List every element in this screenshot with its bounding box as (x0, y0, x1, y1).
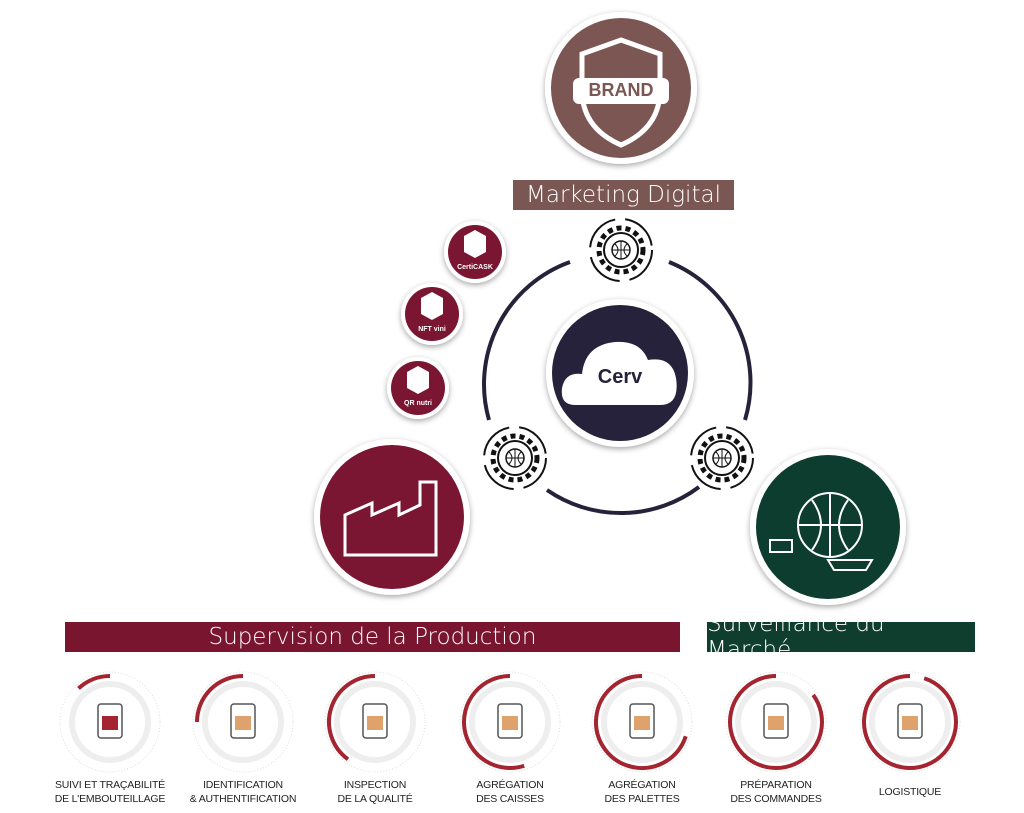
step-dotted-ring (459, 671, 561, 773)
step-label: LOGISTIQUE (840, 785, 980, 799)
step-icon-fill (235, 716, 251, 730)
step-progress-arc (462, 674, 525, 770)
gear-icon (484, 427, 546, 489)
step-dotted-ring (324, 671, 426, 773)
step-icon-fill (768, 716, 784, 730)
step-label: SUIVI ET TRAÇABILITÉ DE L'EMBOUTEILLAGE (40, 778, 180, 806)
globe-logistics-icon (769, 492, 874, 571)
step-dotted-ring (591, 671, 693, 773)
step-label-line1: IDENTIFICATION (203, 779, 283, 791)
factory-icon (343, 480, 438, 557)
step-icon-fill (502, 716, 518, 730)
module-label-certicask: CertiCASK (457, 264, 493, 271)
production-circle (314, 439, 470, 595)
step-progress-arc (195, 674, 244, 723)
step-label-line2: DES COMMANDES (730, 793, 822, 805)
box-icon (407, 230, 486, 394)
step-progress-arc (327, 674, 376, 761)
step-label-line1: AGRÉGATION (476, 779, 544, 791)
step-label-line2: & AUTHENTIFICATION (189, 793, 297, 805)
step-label: INSPECTION DE LA QUALITÉ (305, 778, 445, 806)
step-label-line2: DES CAISSES (476, 793, 544, 805)
production-banner: Supervision de la Production (65, 622, 680, 652)
step-label-line1: INSPECTION (343, 779, 407, 791)
step-label: PRÉPARATION DES COMMANDES (706, 778, 846, 806)
step-dotted-ring (859, 671, 961, 773)
step-label-line2: DE L'EMBOUTEILLAGE (54, 793, 166, 805)
step-label-line1: LOGISTIQUE (878, 786, 942, 798)
step-icon-fill (102, 716, 118, 730)
step-label-line1: SUIVI ET TRAÇABILITÉ (55, 779, 165, 791)
marketing-digital-banner: Marketing Digital (513, 180, 734, 210)
step-label-line1: AGRÉGATION (608, 779, 676, 791)
market-banner: Surveillance du Marché (707, 611, 975, 663)
step-icon-fill (367, 716, 383, 730)
step-progress-arc (77, 674, 111, 690)
module-label-nft-vini: NFT vini (418, 326, 446, 333)
step-label-line2: DE LA QUALITÉ (337, 793, 413, 805)
step-icon-fill (634, 716, 650, 730)
market-circle (750, 449, 906, 605)
gear-icon (590, 219, 652, 281)
cloud-icon (561, 341, 677, 405)
step-dotted-ring (59, 671, 161, 773)
module-label-qr-nutri: QR nutri (404, 400, 432, 407)
step-progress-arc (594, 674, 688, 770)
step-icon-fill (902, 716, 918, 730)
step-label-line2: DES PALETTES (604, 793, 680, 805)
gear-icon (691, 427, 753, 489)
step-progress-arc (728, 674, 824, 770)
step-label-line1: PRÉPARATION (740, 779, 812, 791)
brand-label: BRAND (588, 80, 654, 100)
step-label: AGRÉGATION DES CAISSES (440, 778, 580, 806)
cycle-ring (482, 260, 753, 516)
step-label: AGRÉGATION DES PALETTES (572, 778, 712, 806)
step-label: IDENTIFICATION & AUTHENTIFICATION (173, 778, 313, 806)
step-dotted-ring (725, 671, 827, 773)
steps-graphics (59, 671, 961, 773)
step-dotted-ring (192, 671, 294, 773)
brand-badge (573, 78, 669, 104)
cerv-label: Cerv (597, 366, 643, 388)
step-progress-arc (862, 674, 958, 770)
